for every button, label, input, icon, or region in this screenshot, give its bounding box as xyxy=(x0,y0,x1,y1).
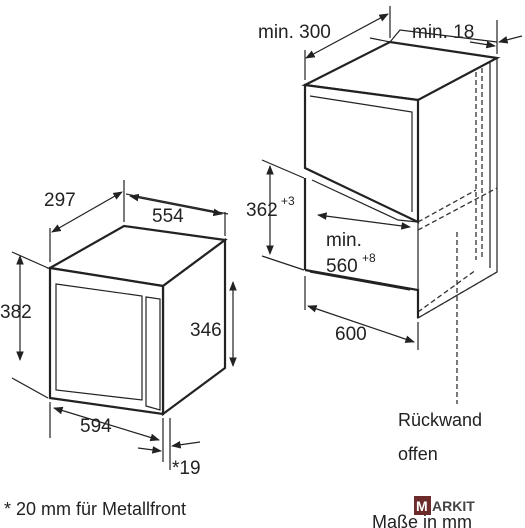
dim-600-line xyxy=(304,276,419,350)
dim-382-line xyxy=(11,251,49,399)
microwave-front-face xyxy=(48,266,165,416)
niche-floor-inner xyxy=(309,271,411,291)
dim-297-line xyxy=(49,180,125,262)
dim-382-label: 382 xyxy=(0,302,32,323)
dim-554-line xyxy=(125,193,229,236)
dim-min18-label: min. 18 xyxy=(412,22,474,43)
rear-wall-note-1: Rückwand xyxy=(398,410,482,430)
markit-logo: M ARKIT xyxy=(414,496,475,515)
dim-594-label: 594 xyxy=(80,416,112,437)
rear-wall-note-2: offen xyxy=(398,444,438,464)
cabinet-drawing: min. 300 min. 18 362 +3 min. 560 +8 60 xyxy=(246,6,523,404)
dim-346-label: 346 xyxy=(190,320,222,341)
microwave-control-panel xyxy=(145,296,161,411)
units-note: Maße in mm xyxy=(372,512,472,528)
dim-600-label: 600 xyxy=(335,324,367,345)
dim-19-line xyxy=(137,418,201,470)
dim-362-tolerance: +3 xyxy=(281,194,295,208)
dim-594-line xyxy=(49,402,164,462)
upper-unit-inner-line xyxy=(309,95,413,212)
dim-297-label: 297 xyxy=(44,190,76,211)
upper-unit-front xyxy=(303,83,420,224)
dim-min18-line xyxy=(469,20,523,54)
dim-min300-line xyxy=(304,6,391,80)
dim-560-tolerance: +8 xyxy=(362,251,376,265)
dim-min300-label: min. 300 xyxy=(258,22,331,43)
hidden-lines-bottom xyxy=(417,187,498,319)
cabinet-side-panel xyxy=(417,58,498,320)
svg-text:M: M xyxy=(416,498,428,514)
microwave-drawing: 297 554 382 346 594 xyxy=(0,180,237,479)
svg-text:ARKIT: ARKIT xyxy=(432,498,475,514)
dim-560-line xyxy=(317,212,411,230)
dim-362-label: 362 xyxy=(246,200,278,221)
microwave-door-window xyxy=(55,283,143,401)
footnote: * 20 mm für Metallfront xyxy=(4,499,186,519)
dim-362-line xyxy=(261,159,305,271)
dim-560-label: 560 xyxy=(326,256,358,277)
dim-554-label: 554 xyxy=(152,206,184,227)
hidden-lines-rear xyxy=(417,68,483,313)
dim-min-label: min. xyxy=(326,230,362,251)
dim-19-label: *19 xyxy=(172,458,201,479)
